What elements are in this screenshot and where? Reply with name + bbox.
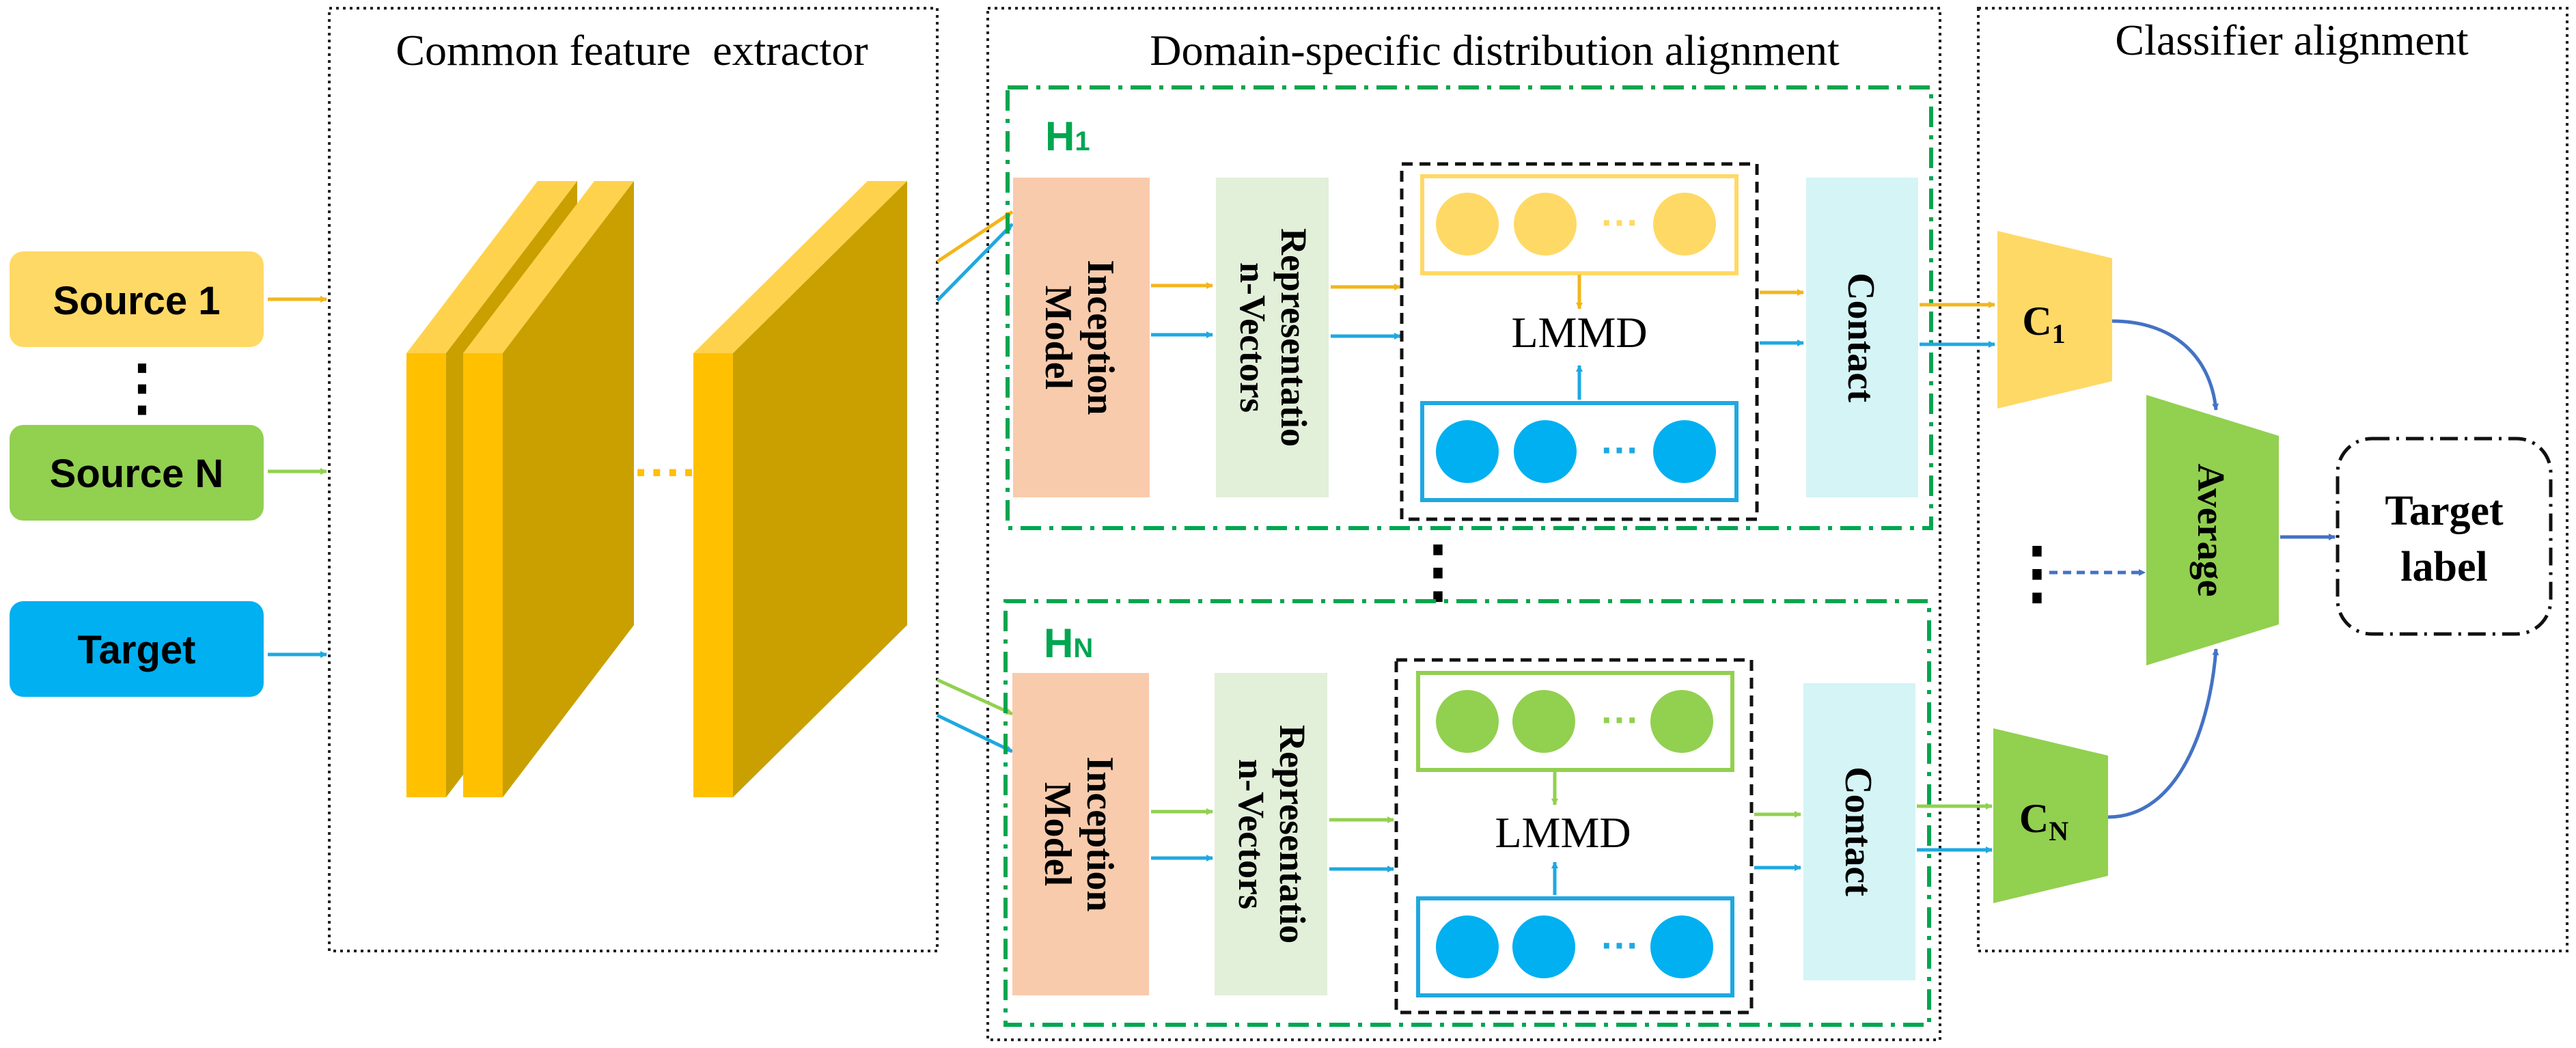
extract-to-hn-target-arrow <box>936 713 1014 754</box>
branch-hn-box <box>1003 599 1931 1027</box>
h1-repr-line1: Representatio <box>1273 228 1314 447</box>
source-1-box: Source 1 <box>10 251 264 347</box>
hn-source-dots: ··· <box>1601 698 1639 741</box>
source-n-label: Source N <box>50 452 224 496</box>
hn-repr-line1: Representatio <box>1272 725 1313 943</box>
h1-contact-label: Contact <box>1840 273 1882 402</box>
hn-inception-line2: Model <box>1036 782 1079 886</box>
hn-target-feature-row <box>1416 896 1734 997</box>
hn-source-feature-row <box>1416 671 1734 772</box>
h1-target-feature-row <box>1420 401 1739 502</box>
feature-layer-2 <box>463 181 634 797</box>
classifier-title: Classifier alignment <box>2115 16 2468 64</box>
target-box: Target <box>10 601 264 697</box>
hn-contact-box <box>1803 683 1915 980</box>
h1-target-node <box>1514 420 1577 483</box>
hn-target-node <box>1436 915 1499 978</box>
h1-target-node <box>1653 420 1716 483</box>
extractor-dots: ···· <box>634 445 697 499</box>
h1-lmmd-label: LMMD <box>1511 308 1647 357</box>
extract-to-h1-target-arrow <box>936 223 1014 302</box>
hn-inception-box <box>1012 673 1149 995</box>
target-label: Target <box>78 628 196 672</box>
classifier-cn <box>1993 728 2108 903</box>
h1-inception-box <box>1013 178 1150 497</box>
extractor-panel <box>328 7 939 952</box>
h1-target-dots: ··· <box>1601 428 1639 471</box>
hn-representation-box <box>1215 673 1327 995</box>
target-label-box <box>2336 437 2553 636</box>
h1-contact-box <box>1806 178 1918 497</box>
h1-source-dots: ··· <box>1601 201 1639 244</box>
average-block <box>2146 395 2279 665</box>
h1-repr-line2: n-Vectors <box>1232 262 1273 413</box>
branch-hn-label: HN <box>1044 620 1093 666</box>
classifier-panel <box>1977 7 2568 952</box>
classifier-cn-label: CN <box>2019 796 2068 846</box>
hn-inception-line1: Inception <box>1079 756 1121 911</box>
hn-target-node <box>1650 915 1713 978</box>
h1-source-node <box>1653 193 1716 256</box>
hn-contact-label: Contact <box>1837 767 1879 896</box>
hn-source-node <box>1650 690 1713 753</box>
hn-target-dots: ··· <box>1601 924 1639 967</box>
hn-lmmd-box <box>1394 658 1754 1015</box>
hn-repr-line2: n-Vectors <box>1231 759 1272 909</box>
branch-h1-label: H1 <box>1045 113 1090 159</box>
h1-representation-box <box>1216 178 1329 497</box>
cn-to-average-arrow <box>2107 648 2219 819</box>
classifier-c1-label: C1 <box>2022 299 2065 349</box>
hn-source-node <box>1436 690 1499 753</box>
alignment-panel <box>986 7 1941 1041</box>
classifier-c1 <box>1997 231 2112 409</box>
h1-target-node <box>1436 420 1499 483</box>
target-label-line1: Target <box>2385 488 2504 534</box>
branch-h1-box <box>1006 85 1933 530</box>
h1-inception-line2: Model <box>1037 286 1079 389</box>
h1-source-feature-row <box>1420 174 1739 275</box>
h1-lmmd-box <box>1400 162 1759 521</box>
h1-source-node <box>1436 193 1499 256</box>
target-label-line2: label <box>2400 544 2487 590</box>
hn-lmmd-label: LMMD <box>1495 808 1631 857</box>
extract-to-hn-source-arrow <box>936 678 1014 716</box>
source-n-box: Source N <box>10 425 264 521</box>
hn-target-node <box>1512 915 1575 978</box>
extract-to-h1-source-arrow <box>936 210 1014 264</box>
sources-ellipsis: ⋮ <box>111 354 173 422</box>
average-label: Average <box>2189 464 2232 597</box>
h1-inception-line1: Inception <box>1079 260 1122 415</box>
c1-to-average-arrow <box>2111 319 2219 411</box>
branches-ellipsis: ⋮ <box>1404 533 1472 609</box>
h1-source-node <box>1514 193 1577 256</box>
source-1-label: Source 1 <box>53 279 221 323</box>
classifiers-ellipsis: ⋮ <box>2003 534 2071 611</box>
alignment-title: Domain-specific distribution alignment <box>1150 26 1840 74</box>
feature-layer-3 <box>693 181 907 797</box>
extractor-title: Common feature extractor <box>396 26 868 74</box>
hn-source-node <box>1512 690 1575 753</box>
